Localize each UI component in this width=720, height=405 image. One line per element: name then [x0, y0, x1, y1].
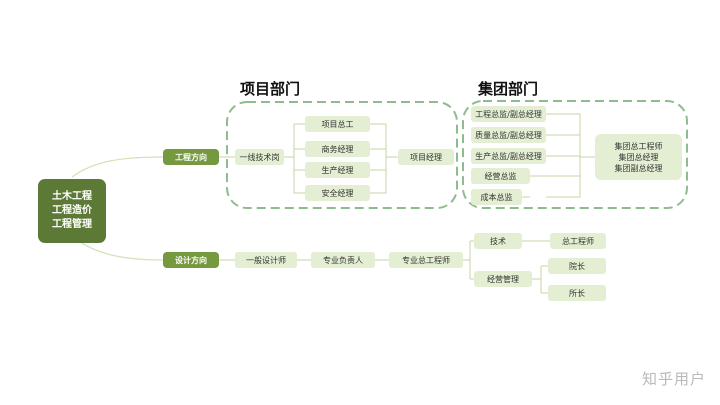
engineering-direction-node: 工程方向: [163, 149, 219, 165]
discipline-lead-node: 专业负责人: [311, 252, 375, 268]
connector-root-engineering: [71, 156, 164, 178]
group-role-production-director-node: 生产总监/副总经理: [471, 148, 546, 164]
group-top-roles-node: 集团总工程师 集团总经理 集团副总经理: [595, 134, 682, 180]
project-department-frame: [226, 101, 458, 209]
group-deputy-manager: 集团副总经理: [614, 163, 663, 173]
role-chief-engineer-node: 项目总工: [305, 116, 370, 132]
root-major-civil: 土木工程: [52, 191, 92, 202]
root-majors-node: 土木工程 工程造价 工程管理: [38, 179, 106, 243]
management-branch-node: 经营管理: [474, 271, 532, 287]
design-direction-node: 设计方向: [163, 252, 219, 268]
group-role-operations-director-node: 经营总监: [471, 168, 530, 184]
group-department-title: 集团部门: [478, 80, 539, 98]
institute-president-node: 院长: [548, 258, 606, 274]
role-production-manager-node: 生产经理: [305, 162, 370, 178]
project-manager-node: 项目经理: [398, 149, 454, 165]
general-designer-node: 一般设计师: [235, 252, 297, 268]
bracket-roles-pm: [370, 123, 398, 194]
role-commercial-manager-node: 商务经理: [305, 141, 370, 157]
role-safety-manager-node: 安全经理: [305, 185, 370, 201]
root-major-cost: 工程造价: [52, 205, 92, 216]
bracket-group-roles: [522, 113, 595, 198]
group-role-quality-director-node: 质量总监/副总经理: [471, 127, 546, 143]
project-department-title: 项目部门: [240, 80, 301, 98]
group-general-manager: 集团总经理: [618, 152, 659, 162]
tech-post-node: 一线技术岗: [235, 149, 284, 165]
group-role-cost-director-node: 成本总监: [471, 189, 522, 205]
group-chief-engineer: 集团总工程师: [614, 141, 663, 151]
bracket-mgmt-roles: [532, 265, 548, 294]
watermark: 知乎用户: [641, 370, 706, 388]
bracket-chief-branches: [463, 240, 474, 280]
office-director-node: 所长: [548, 285, 606, 301]
discipline-chief-engineer-node: 专业总工程师: [389, 252, 463, 268]
group-department-frame: [462, 100, 688, 209]
technical-branch-node: 技术: [474, 233, 522, 249]
chief-engineer-node: 总工程师: [550, 233, 606, 249]
bracket-tech-roles: [293, 123, 305, 194]
group-role-engineering-director-node: 工程总监/副总经理: [471, 106, 546, 122]
root-major-management: 工程管理: [52, 219, 92, 230]
